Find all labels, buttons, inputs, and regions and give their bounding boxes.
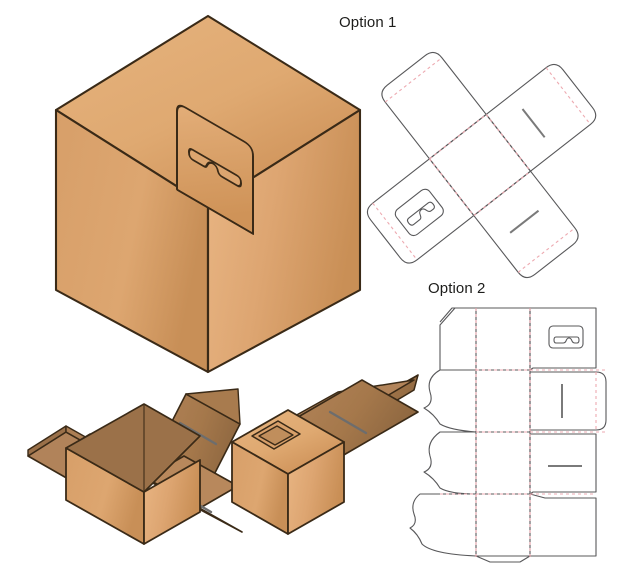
- opt1-fold-lines: [372, 57, 591, 273]
- closing-box-right-face: [287, 441, 345, 535]
- opt1-center-panel: [428, 113, 532, 217]
- opt2-panel-2: [475, 369, 531, 433]
- opt1-right-arm: [485, 63, 597, 172]
- option-1-label: Option 1: [339, 14, 397, 31]
- open-box-figure: [27, 388, 243, 545]
- opt2-handle-cutout: [548, 325, 584, 349]
- opt1-bottom-arm: [473, 170, 579, 279]
- opt2-panel-3: [475, 431, 531, 495]
- opt1-bottom-arm-slot: [509, 209, 540, 234]
- back-right-flap-slot: [178, 421, 218, 446]
- handle-tab-shadow: [177, 188, 253, 235]
- dieline-option-1: [366, 51, 597, 279]
- back-right-flap-face-2: [185, 388, 241, 425]
- main-box-handle-tab: [176, 104, 254, 235]
- opt2-column-top: [439, 307, 476, 371]
- opt1-left-arm: [366, 158, 475, 264]
- opt2-right-flap-handle: [529, 307, 597, 371]
- closing-box-handle: [251, 420, 301, 450]
- opt1-right-arm-slot: [521, 108, 546, 138]
- opt2-handle-hang-hole: [553, 336, 580, 344]
- opt2-left-tab-1: [423, 369, 477, 433]
- opt2-fold-lines: [440, 308, 606, 558]
- opt2-bottom-right-edge: [529, 493, 597, 557]
- opt1-handle-hang-hole: [406, 201, 435, 226]
- opt2-left-tab-2: [423, 431, 477, 495]
- dieline-option-2: [409, 307, 607, 563]
- opt2-panel-4: [475, 493, 531, 557]
- closing-box-flap-slot: [328, 410, 368, 435]
- opt1-top-arm: [381, 51, 487, 160]
- closing-box-handle-hole: [258, 425, 294, 446]
- open-box-interior: [65, 403, 201, 493]
- opt2-top-left-edge: [439, 307, 476, 323]
- opt2-column-bottom: [475, 555, 531, 563]
- opt2-right-flap-slot-2: [529, 433, 597, 495]
- opt2-panel-1: [475, 307, 531, 371]
- handle-hang-hole: [188, 148, 242, 188]
- handle-tab-face: [176, 104, 254, 235]
- opt2-right-flap-slot-1: [529, 371, 607, 431]
- closing-box-figure: [231, 374, 419, 535]
- open-box-right-face: [143, 459, 201, 545]
- option-2-label: Option 2: [428, 280, 486, 297]
- main-box-figure: [54, 14, 362, 374]
- opt1-handle-cutout: [394, 188, 444, 237]
- opt2-left-tab-3: [409, 493, 477, 557]
